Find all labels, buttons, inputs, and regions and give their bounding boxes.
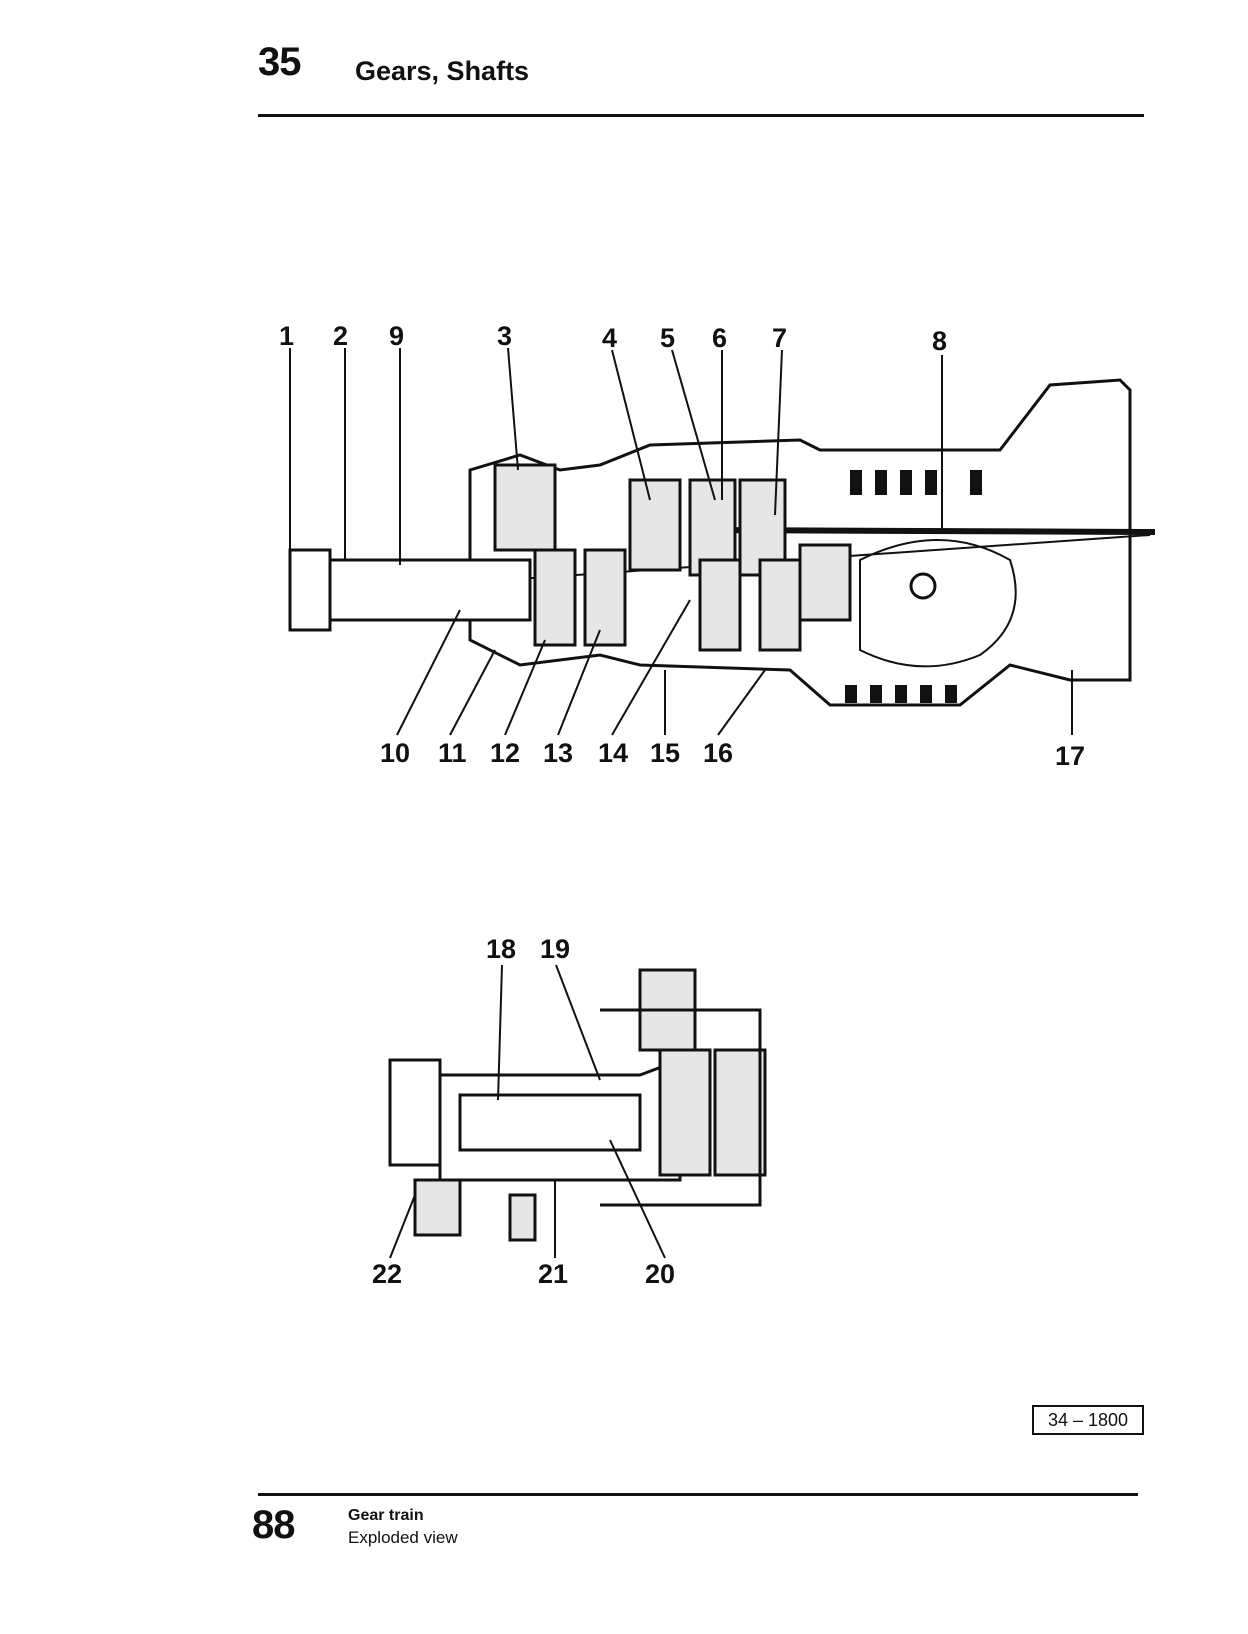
- callout-11: 11: [438, 738, 467, 768]
- callout-18: 18: [486, 934, 516, 964]
- section-number: 35: [258, 40, 301, 84]
- callout-16: 16: [703, 738, 733, 768]
- callout-9: 9: [389, 321, 404, 351]
- callout-17: 17: [1055, 741, 1085, 771]
- callout-14: 14: [598, 738, 628, 768]
- callout-2: 2: [333, 321, 348, 351]
- callout-3: 3: [497, 321, 512, 351]
- callout-10: 10: [380, 738, 410, 768]
- callout-6: 6: [712, 323, 727, 353]
- header-rule: [258, 114, 1144, 117]
- footer-subtitle: Exploded view: [348, 1528, 458, 1547]
- callout-5: 5: [660, 323, 675, 353]
- callout-4: 4: [602, 323, 617, 353]
- callout-15: 15: [650, 738, 680, 768]
- page-number: 88: [252, 1503, 295, 1547]
- callout-7: 7: [772, 323, 787, 353]
- callout-22: 22: [372, 1259, 402, 1289]
- callout-12: 12: [490, 738, 520, 768]
- callout-19: 19: [540, 934, 570, 964]
- callout-21: 21: [538, 1259, 568, 1289]
- figure-reference: 34 – 1800: [1032, 1405, 1144, 1435]
- input-shaft-detail-diagram: [388, 964, 767, 1259]
- callout-13: 13: [543, 738, 573, 768]
- callout-8: 8: [932, 326, 947, 356]
- section-title: Gears, Shafts: [355, 56, 530, 86]
- footer-title: Gear train: [348, 1507, 424, 1524]
- callout-1: 1: [279, 321, 294, 351]
- callout-20: 20: [645, 1259, 675, 1289]
- footer-rule: [258, 1493, 1138, 1496]
